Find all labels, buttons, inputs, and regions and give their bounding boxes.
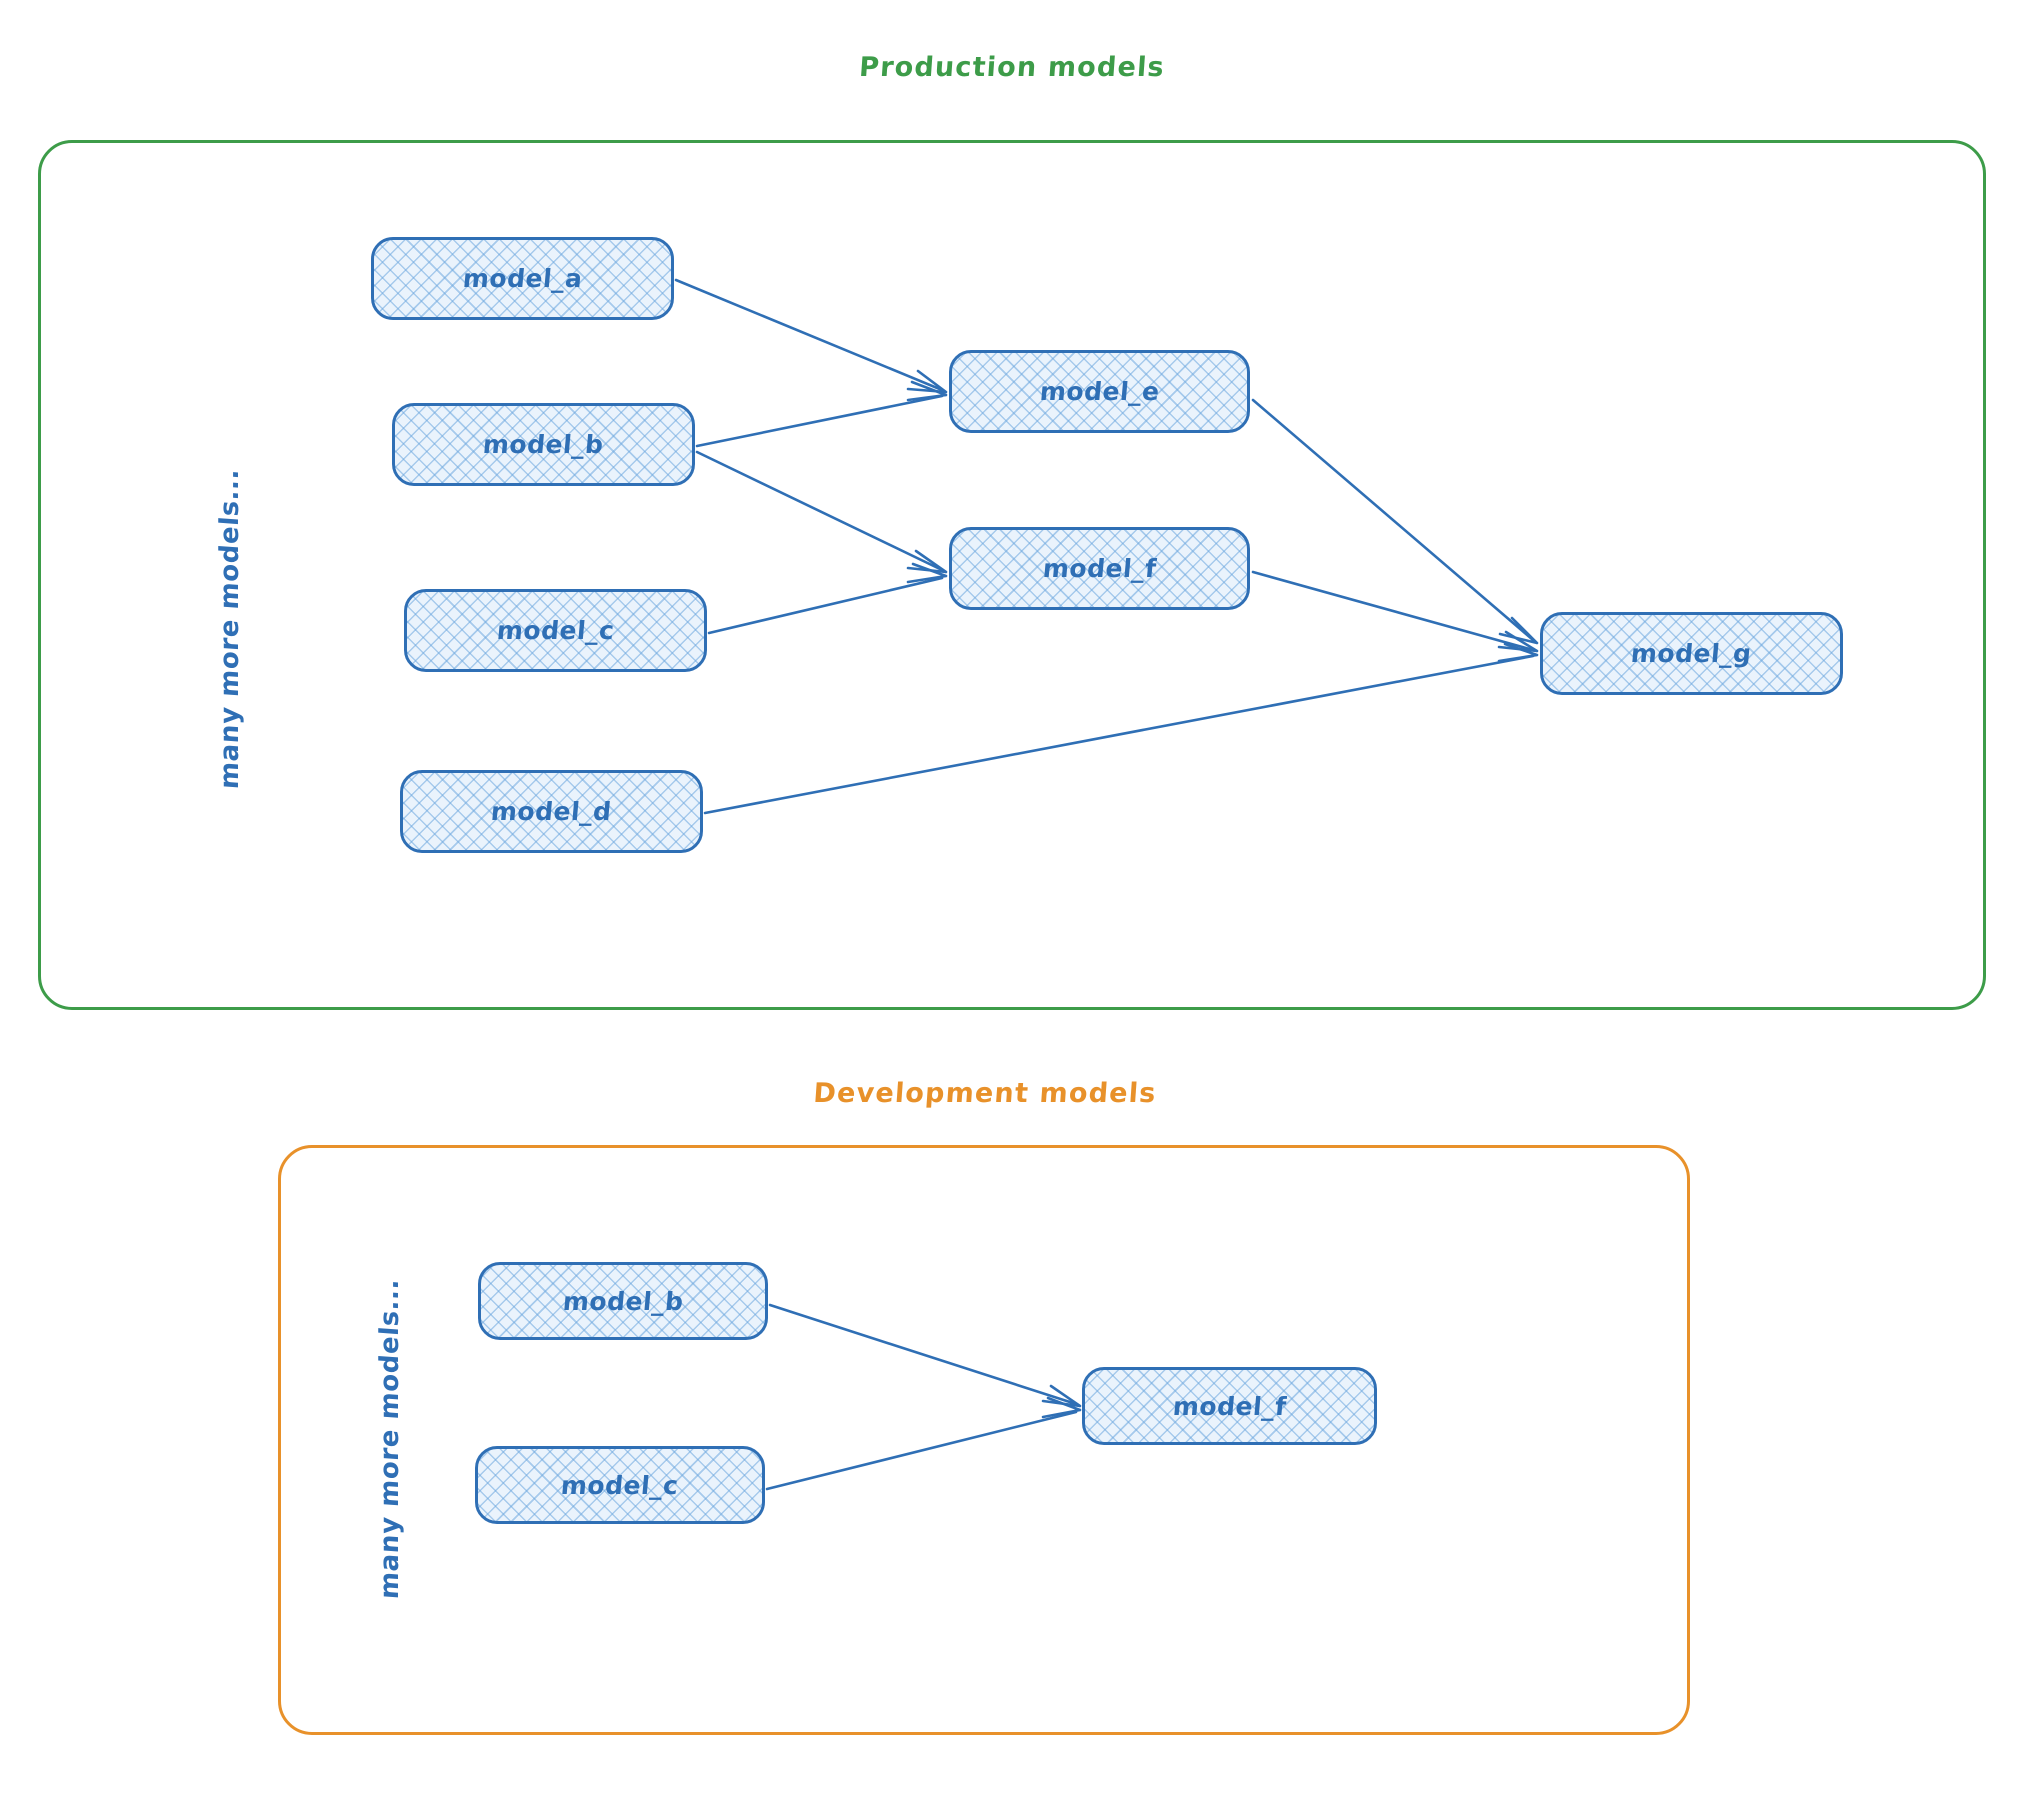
- production-group-title: Production models: [858, 52, 1166, 83]
- production-group-box: [38, 140, 1986, 1010]
- node-label-dev-model_f: model_f: [1171, 1391, 1288, 1421]
- node-label-dev-model_b: model_b: [561, 1286, 685, 1316]
- production-side-label: many more models...: [215, 467, 245, 790]
- node-label-model_e: model_e: [1038, 377, 1161, 406]
- node-label-model_f: model_f: [1041, 554, 1158, 583]
- node-label-model_a: model_a: [461, 264, 584, 293]
- node-dev-model_b[interactable]: model_b: [478, 1262, 768, 1340]
- node-label-model_g: model_g: [1629, 639, 1754, 668]
- node-model_g[interactable]: model_g: [1540, 612, 1843, 695]
- node-dev-model_c[interactable]: model_c: [475, 1446, 765, 1524]
- node-model_b[interactable]: model_b: [392, 403, 695, 486]
- node-label-dev-model_c: model_c: [559, 1470, 681, 1500]
- node-model_e[interactable]: model_e: [949, 350, 1250, 433]
- node-model_a[interactable]: model_a: [371, 237, 674, 320]
- node-model_f[interactable]: model_f: [949, 527, 1250, 610]
- node-model_d[interactable]: model_d: [400, 770, 703, 853]
- node-dev-model_f[interactable]: model_f: [1082, 1367, 1377, 1445]
- node-model_c[interactable]: model_c: [404, 589, 707, 672]
- development-side-label: many more models...: [375, 1277, 405, 1600]
- node-label-model_b: model_b: [481, 430, 606, 459]
- node-label-model_d: model_d: [489, 797, 614, 826]
- node-label-model_c: model_c: [495, 616, 616, 645]
- development-group-title: Development models: [812, 1078, 1158, 1109]
- development-group-box: [278, 1145, 1690, 1735]
